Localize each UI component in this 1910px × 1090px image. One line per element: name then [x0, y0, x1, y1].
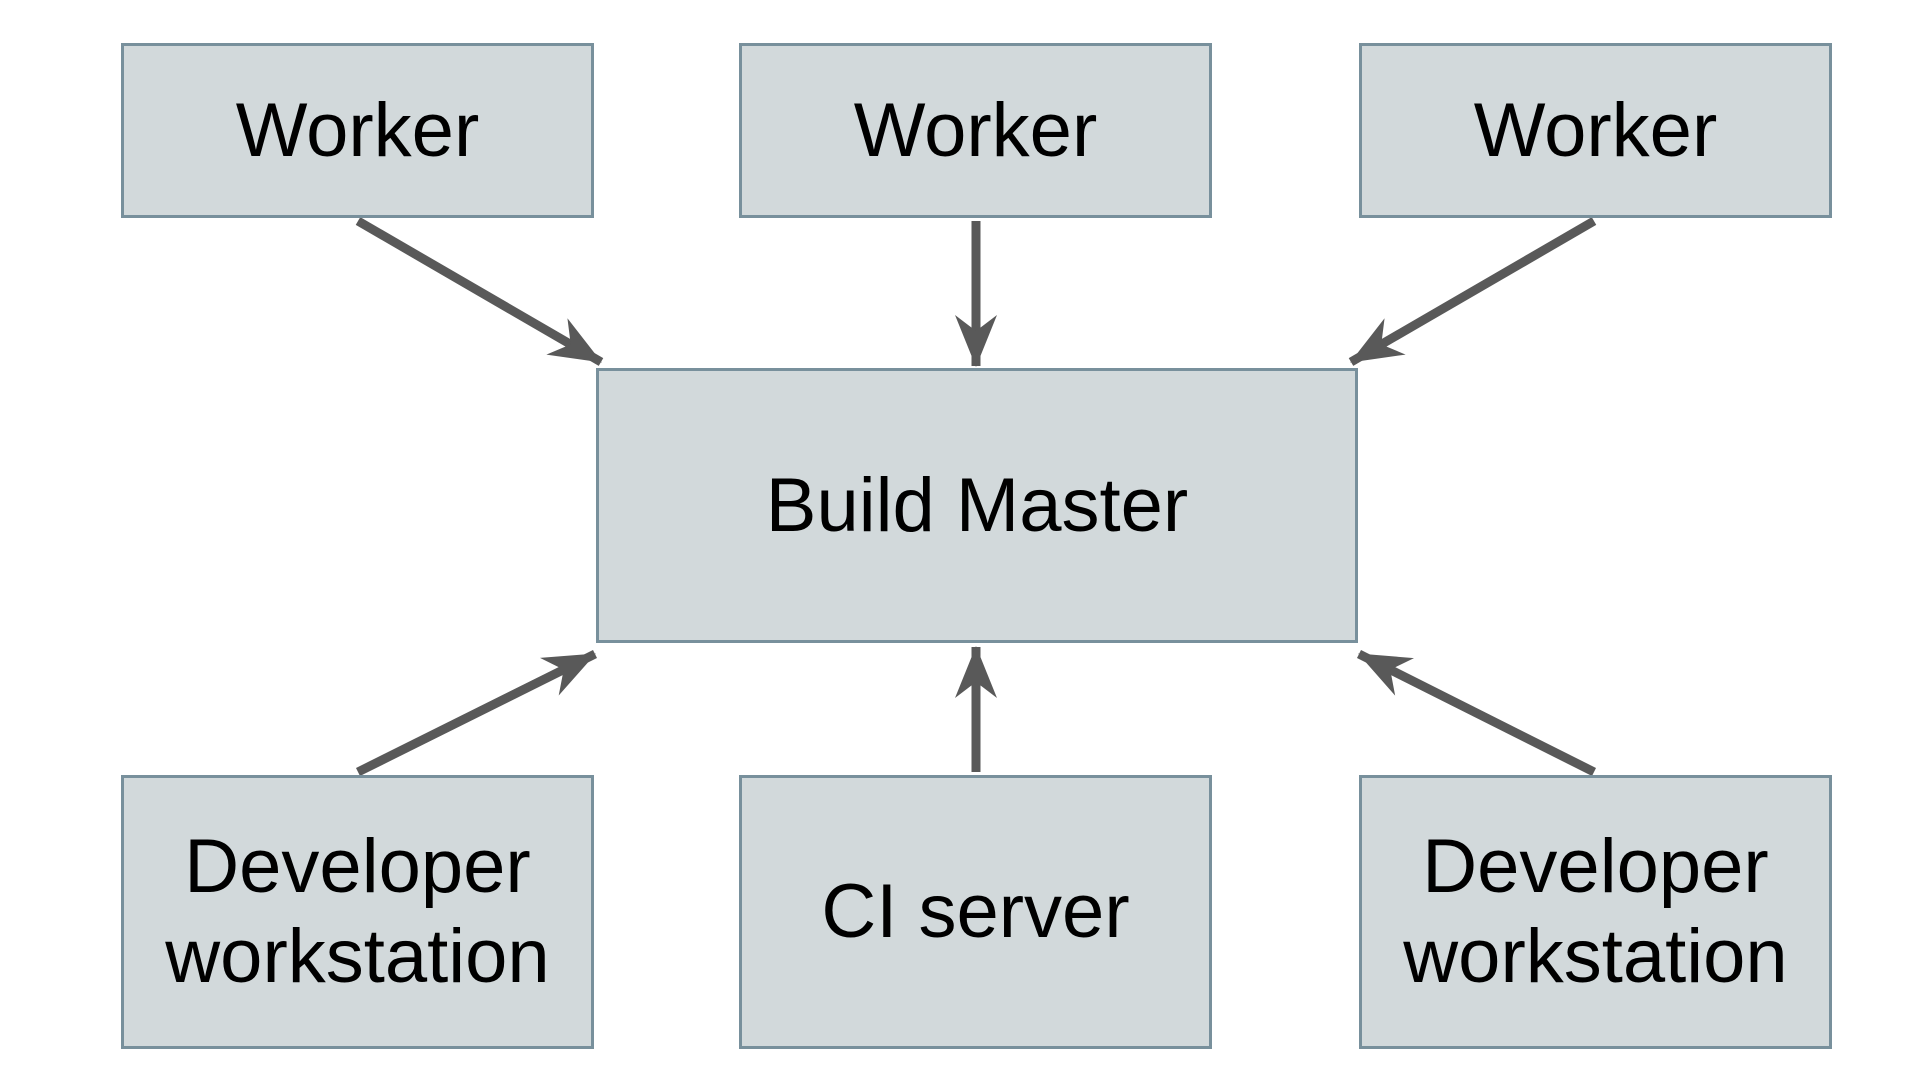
arrow-worker1-to-buildmaster [355, 217, 604, 366]
node-worker-1: Worker [121, 43, 594, 218]
node-worker-1-label: Worker [235, 87, 480, 173]
arrow-worker3-to-buildmaster [1348, 217, 1597, 366]
node-worker-2-label: Worker [853, 87, 1098, 173]
arrow-devleft-to-buildmaster [355, 649, 598, 777]
node-build-master-label: Build Master [765, 462, 1189, 548]
node-developer-workstation-left-label: Developer workstation [165, 824, 550, 999]
node-worker-3-label: Worker [1473, 87, 1718, 173]
node-ci-server-label: CI server [821, 869, 1130, 955]
node-developer-workstation-right: Developer workstation [1359, 775, 1832, 1049]
node-build-master: Build Master [596, 368, 1358, 643]
node-developer-workstation-right-label: Developer workstation [1403, 824, 1788, 999]
node-worker-2: Worker [739, 43, 1212, 218]
arrow-devright-to-buildmaster [1356, 649, 1597, 777]
node-worker-3: Worker [1359, 43, 1832, 218]
node-ci-server: CI server [739, 775, 1212, 1049]
node-developer-workstation-left: Developer workstation [121, 775, 594, 1049]
